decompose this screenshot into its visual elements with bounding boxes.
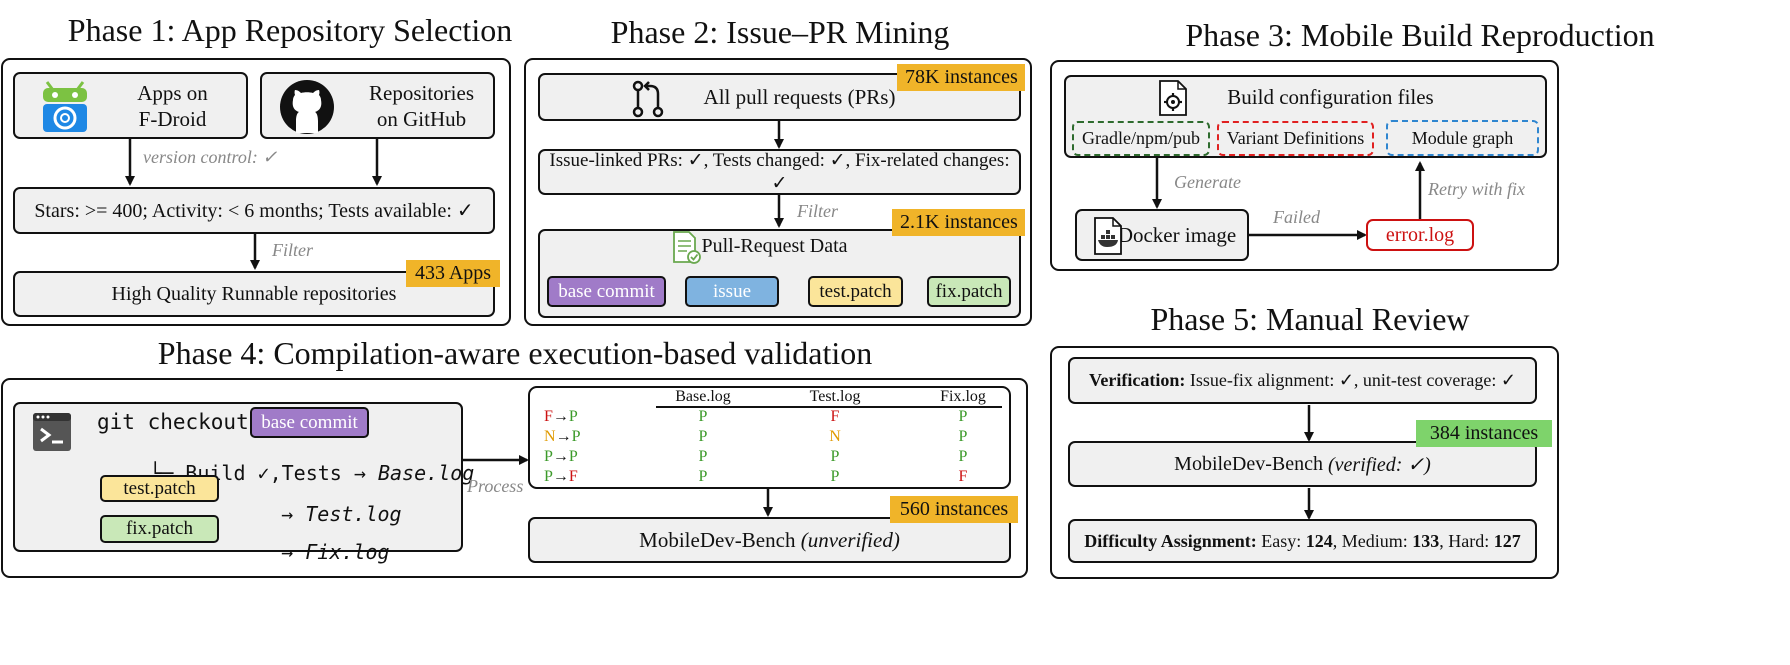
pr-data-count-badge: 2.1K instances [892, 209, 1025, 236]
header-test-log: Test.log [809, 388, 861, 405]
phase2-title: Phase 2: Issue–PR Mining [610, 14, 950, 50]
docker-icon [1094, 217, 1122, 255]
table-row-label: F→P [544, 408, 578, 425]
base-log-label: Base.log [377, 461, 475, 485]
process-label: Process [467, 476, 524, 496]
pull-request-icon [632, 80, 664, 118]
github-box: Repositories on GitHub [260, 72, 495, 139]
build-tools-box: Gradle/npm/pub [1072, 121, 1210, 156]
table-cell: P [698, 468, 708, 485]
verified-bench-status: (verified: ✓) [1328, 453, 1431, 476]
checkout-test-patch-chip: test.patch [100, 475, 219, 502]
pr-data-label: Pull-Request Data [701, 235, 848, 257]
verification-box: Verification: Issue-fix alignment: ✓, un… [1068, 357, 1537, 404]
test-arrow: → [281, 502, 294, 526]
unverified-bench-box: MobileDev-Bench (unverified) [528, 517, 1011, 563]
test-patch-chip: test.patch [808, 276, 903, 307]
fix-arrow: → [281, 540, 294, 564]
table-header-rule [656, 406, 1002, 408]
phase5-title: Phase 5: Manual Review [1150, 301, 1470, 337]
fix-log-label: Fix.log [305, 540, 390, 564]
easy-count: 124 [1305, 530, 1333, 551]
table-row-label: P→P [544, 448, 578, 465]
easy-label: Easy: [1256, 530, 1306, 551]
validation-table-box [528, 386, 1011, 489]
fdroid-label-line1: Apps on [137, 81, 208, 105]
fdroid-box: Apps on F-Droid [13, 72, 248, 139]
issue-chip: issue [685, 276, 779, 307]
phase4-title: Phase 4: Compilation-aware execution-bas… [157, 335, 873, 371]
difficulty-box: Difficulty Assignment: Easy: 124, Medium… [1068, 519, 1537, 563]
hard-label: , Hard: [1439, 530, 1494, 551]
checkout-box: git checkout base commit └─ Build ✓,Test… [13, 402, 474, 564]
table-cell: P [958, 408, 968, 425]
phase1-filter-label: Filter [272, 240, 313, 260]
phase2-criteria-box: Issue-linked PRs: ✓, Tests changed: ✓, F… [538, 149, 1021, 195]
docker-image-box: Docker image [1075, 209, 1249, 261]
phase1-title: Phase 1: App Repository Selection [67, 12, 513, 48]
phase3-title: Phase 3: Mobile Build Reproduction [1185, 17, 1655, 53]
fdroid-label-line2: F-Droid [138, 107, 207, 131]
fdroid-icon [43, 81, 87, 132]
table-cell: P [830, 448, 840, 465]
retry-label: Retry with fix [1428, 179, 1525, 199]
apps-count-badge: 433 Apps [406, 260, 500, 287]
failed-label: Failed [1273, 207, 1320, 227]
hard-count: 127 [1493, 530, 1521, 551]
table-cell: F [958, 468, 968, 485]
github-label-line1: Repositories [369, 81, 474, 105]
error-log-box: error.log [1366, 219, 1474, 251]
verification-text: Issue-fix alignment: ✓, unit-test covera… [1185, 370, 1516, 390]
table-cell: P [698, 428, 708, 445]
table-cell: P [698, 408, 708, 425]
medium-count: 133 [1412, 530, 1440, 551]
table-row-label: N→P [544, 428, 581, 445]
header-fix-log: Fix.log [940, 388, 986, 405]
table-row-label: P→F [544, 468, 578, 485]
unverified-bench-name: MobileDev-Bench [639, 527, 796, 552]
phase1-result-box: High Quality Runnable repositories [13, 271, 495, 317]
table-cell: P [958, 448, 968, 465]
checkout-fix-patch-chip: fix.patch [100, 515, 219, 543]
medium-label: , Medium: [1332, 530, 1413, 551]
verified-bench-name: MobileDev-Bench [1174, 452, 1324, 475]
verified-bench-box: MobileDev-Bench (verified: ✓) [1068, 441, 1537, 487]
generate-label: Generate [1174, 172, 1241, 192]
module-graph-box: Module graph [1386, 120, 1539, 156]
unverified-count-badge: 560 instances [890, 496, 1018, 523]
build-config-label: Build configuration files [1227, 85, 1434, 109]
variant-definitions-box: Variant Definitions [1217, 121, 1374, 156]
test-log-label: Test.log [305, 502, 402, 526]
table-cell: P [698, 448, 708, 465]
base-commit-chip: base commit [547, 276, 666, 307]
phase2-filter-label: Filter [797, 201, 838, 221]
checkout-base-commit-chip: base commit [250, 407, 369, 438]
verification-label: Verification: [1089, 370, 1186, 390]
version-control-label: version control: ✓ [143, 147, 278, 167]
table-cell: F [830, 408, 840, 425]
all-prs-label: All pull requests (PRs) [703, 84, 896, 109]
verified-count-badge: 384 instances [1416, 420, 1552, 447]
prs-count-badge: 78K instances [897, 64, 1025, 91]
unverified-bench-status: (unverified) [800, 527, 900, 552]
table-cell: N [829, 428, 841, 445]
table-cell: P [830, 468, 840, 485]
fix-patch-chip: fix.patch [927, 276, 1011, 307]
difficulty-label: Difficulty Assignment: [1084, 530, 1257, 551]
header-base-log: Base.log [675, 388, 731, 405]
github-label-line2: on GitHub [376, 107, 467, 131]
git-checkout-command: git checkout [97, 410, 249, 434]
config-file-icon [1159, 80, 1187, 116]
docker-image-label: Docker image [1117, 222, 1237, 247]
github-icon [280, 80, 334, 134]
phase1-criteria-box: Stars: >= 400; Activity: < 6 months; Tes… [13, 187, 495, 234]
document-check-icon [673, 231, 701, 264]
terminal-icon [33, 413, 71, 451]
table-cell: P [958, 428, 968, 445]
